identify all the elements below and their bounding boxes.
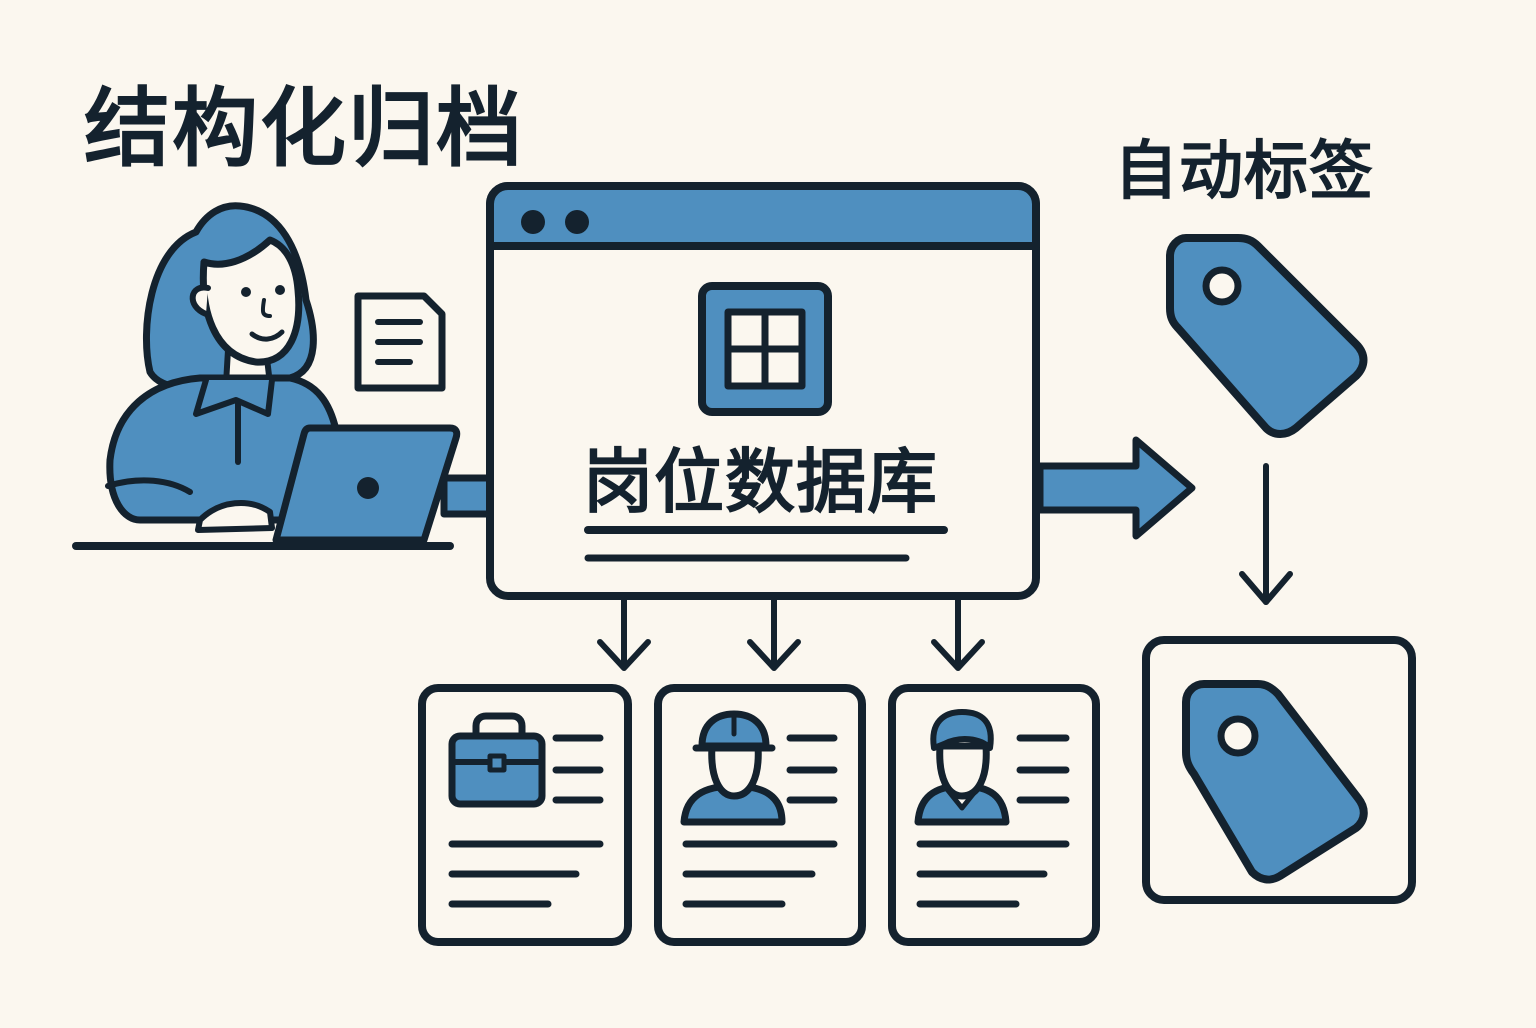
woman-sleeve xyxy=(105,477,193,495)
woman-face xyxy=(199,236,303,366)
woman-hand xyxy=(195,500,275,533)
arrow-tag-down xyxy=(1239,463,1293,605)
database-window xyxy=(486,182,1040,600)
worker-helmet-icon xyxy=(680,710,786,826)
arrows-to-cards xyxy=(597,595,985,671)
woman-eye-right xyxy=(275,285,285,295)
arrow-to-tag xyxy=(1036,436,1196,540)
woman-ear xyxy=(189,284,211,317)
table-grid-icon xyxy=(698,282,832,416)
main-title: 结构化归档 xyxy=(84,79,524,179)
window-title-bar xyxy=(486,182,1040,250)
briefcase-icon xyxy=(448,712,546,808)
tag-icon xyxy=(1166,234,1368,438)
office-person-icon xyxy=(914,709,1010,826)
profile-card-worker xyxy=(654,684,866,946)
window-dot-1 xyxy=(521,210,545,234)
woman-eye-left xyxy=(241,287,251,297)
document-icon xyxy=(354,292,446,392)
woman-with-laptop-illustration xyxy=(72,202,461,550)
auto-tag-label: 自动标签 xyxy=(1114,135,1374,209)
database-label: 岗位数据库 xyxy=(583,441,938,523)
woman-nose xyxy=(260,298,272,318)
laptop-logo xyxy=(357,477,379,499)
tagged-item-box xyxy=(1142,636,1416,904)
profile-card-office-person xyxy=(888,684,1100,946)
profile-card-briefcase xyxy=(418,684,632,946)
woman-smile xyxy=(249,329,285,342)
window-dot-2 xyxy=(565,210,589,234)
